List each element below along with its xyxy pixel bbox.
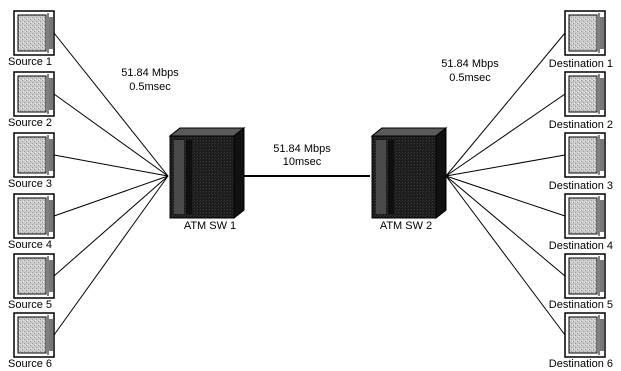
server-host-icon xyxy=(564,132,606,178)
destination-label: Destination 6 xyxy=(548,358,613,370)
server-host-icon xyxy=(564,312,606,358)
nodes-layer xyxy=(13,10,606,358)
destination-label: Destination 3 xyxy=(548,180,613,192)
trunk-link-rate: 51.84 Mbps xyxy=(273,143,331,155)
source-label: Source 2 xyxy=(8,117,53,129)
links-layer xyxy=(53,32,566,336)
access-link xyxy=(53,175,169,336)
access-link xyxy=(445,175,566,217)
access-link xyxy=(445,154,566,177)
server-host-icon xyxy=(13,10,55,56)
server-host-icon xyxy=(13,132,55,178)
access-link-left-delay: 0.5msec xyxy=(129,81,171,93)
access-link xyxy=(445,93,566,177)
switch-label-left: ATM SW 1 xyxy=(183,220,237,232)
destination-label: Destination 5 xyxy=(548,299,613,311)
trunk-link-delay: 10msec xyxy=(282,156,322,168)
server-host-icon xyxy=(564,10,606,56)
source-label: Source 4 xyxy=(8,239,53,251)
source-label: Source 3 xyxy=(8,178,53,190)
server-host-icon xyxy=(564,193,606,239)
access-link-right-delay: 0.5msec xyxy=(449,72,491,84)
access-link xyxy=(53,175,169,217)
access-link xyxy=(53,32,169,177)
server-host-icon xyxy=(564,253,606,299)
source-label: Source 5 xyxy=(8,299,53,311)
source-label: Source 6 xyxy=(8,358,53,370)
server-host-icon xyxy=(13,312,55,358)
destination-label: Destination 2 xyxy=(548,119,613,131)
access-link xyxy=(53,175,169,277)
source-label: Source 1 xyxy=(8,56,53,68)
access-link xyxy=(53,93,169,177)
server-host-icon xyxy=(13,193,55,239)
atm-switch-icon xyxy=(169,127,245,219)
server-host-icon xyxy=(564,71,606,117)
atm-switch-icon xyxy=(371,127,447,219)
access-link xyxy=(53,154,169,177)
access-link-right-rate: 51.84 Mbps xyxy=(441,58,499,70)
access-link xyxy=(445,32,566,177)
switch-label-right: ATM SW 2 xyxy=(379,220,433,232)
server-host-icon xyxy=(13,71,55,117)
access-link xyxy=(445,175,566,336)
access-link xyxy=(445,175,566,277)
access-link-left-rate: 51.84 Mbps xyxy=(121,67,179,79)
destination-label: Destination 1 xyxy=(548,58,613,70)
server-host-icon xyxy=(13,253,55,299)
destination-label: Destination 4 xyxy=(548,240,613,252)
